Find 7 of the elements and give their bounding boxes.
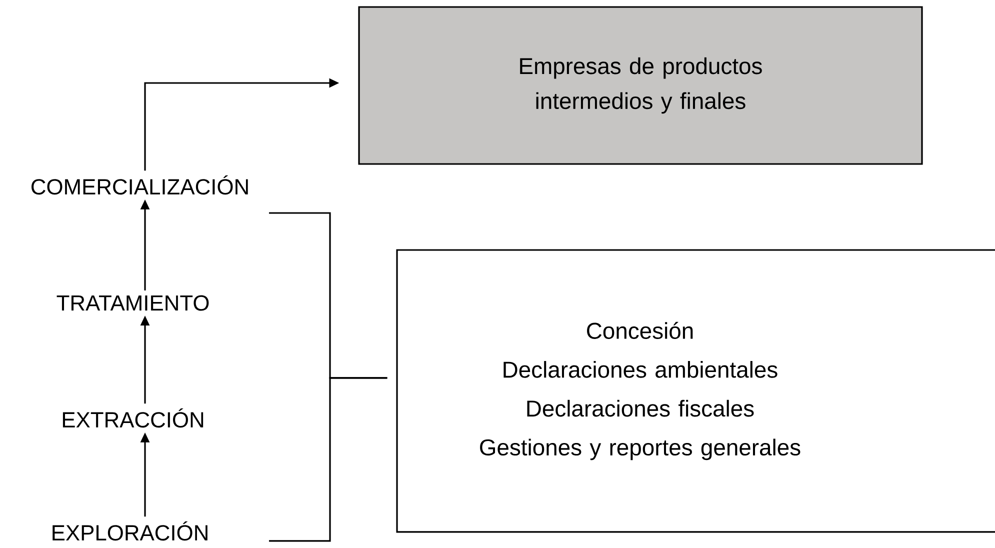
stage-label: TRATAMIENTO xyxy=(56,295,209,311)
text-box: Concesión Declaraciones ambientales Declaraciones fiscales Gestiones y reportes generales xyxy=(396,249,995,533)
bracket-connector xyxy=(269,377,388,542)
stage-label: COMERCIALIZACIÓN xyxy=(32,175,248,195)
stage-label: EXPLORACIÓN xyxy=(52,521,208,541)
stage-label: EXTRACCIÓN xyxy=(62,408,204,428)
text-box: Empresas de productos intermedios y finales xyxy=(358,6,923,165)
